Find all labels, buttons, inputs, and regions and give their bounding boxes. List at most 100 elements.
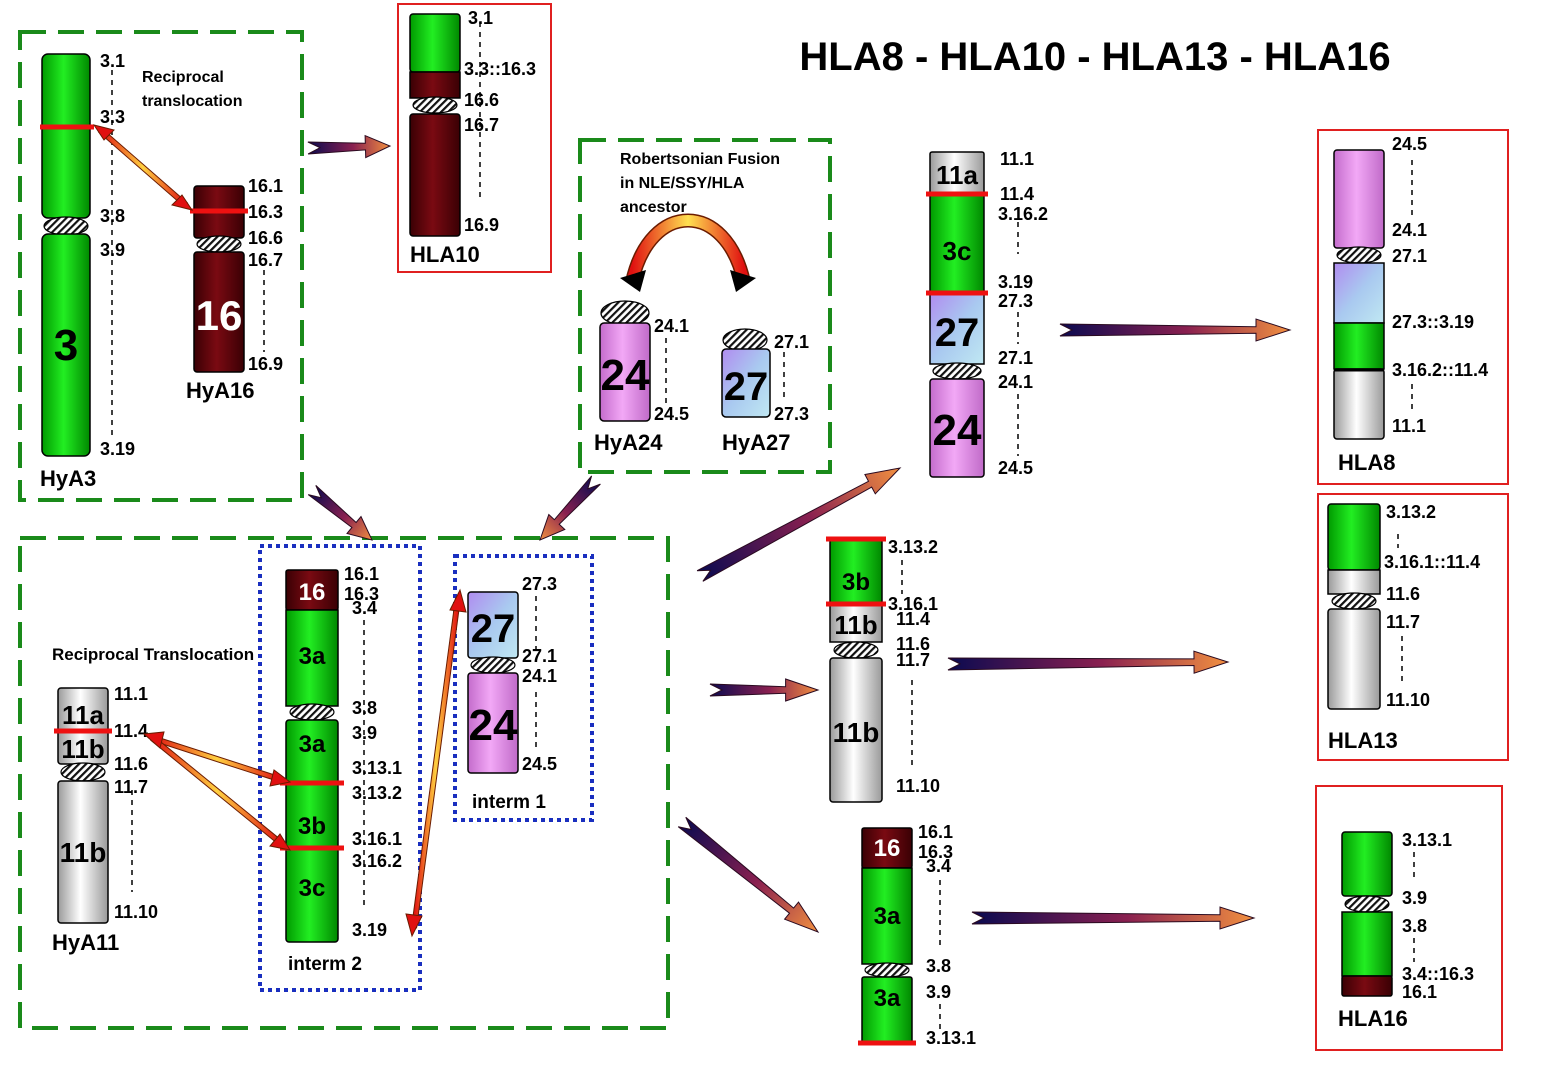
hya3-band: 3.9	[100, 240, 125, 260]
hla13-band: 3.16.1::11.4	[1384, 552, 1480, 572]
hla10-band: 16.6	[464, 90, 499, 110]
hya11-band: 11.10	[114, 902, 158, 922]
hya27-number: 27	[724, 365, 769, 409]
chromosome-hya24: 24 24.1 24.5 HyA24	[594, 300, 689, 455]
chromosome-fusion-11a-3c-27-24: 11a 3c 27 24 11.1 11.4 3.16.2 3.19 27.3 …	[926, 149, 1048, 478]
hla8-band: 3.16.2::11.4	[1392, 360, 1488, 380]
reciprocal-exchange-arrows-bottom	[142, 588, 467, 938]
fusion-seg: 24	[933, 406, 982, 455]
fusion-band: 11.4	[1000, 184, 1034, 204]
interm2-band: 3.13.1	[352, 758, 402, 778]
robertsonian-box	[578, 138, 832, 474]
hya16-band: 16.7	[248, 250, 283, 270]
hya16-band: 16.9	[248, 354, 283, 374]
interm2-seg: 3b	[298, 813, 326, 840]
mid-band: 11.7	[896, 650, 930, 670]
flow-arrow	[696, 467, 902, 582]
bottom-seg: 16	[874, 835, 901, 862]
interm2-box	[258, 544, 422, 992]
interm2-label: interm 2	[288, 954, 362, 975]
reciprocal-box-bottom	[18, 536, 670, 1030]
fusion-band: 24.5	[998, 458, 1033, 478]
flow-arrow	[947, 650, 1230, 674]
interm1-band: 24.1	[522, 666, 557, 686]
mid-band: 11.10	[896, 776, 940, 796]
chromosome-hya27: 27 27.1 27.3 HyA27	[721, 328, 809, 455]
interm2-band: 3.19	[352, 920, 387, 940]
interm1-band: 24.5	[522, 754, 557, 774]
hya3-band: 3.3	[100, 107, 125, 127]
fusion-seg: 3c	[943, 236, 972, 266]
interm1-seg: 24	[469, 701, 518, 750]
robertsonian-arc-arrow	[620, 213, 756, 292]
fusion-seg: 11a	[936, 160, 978, 190]
interm1-band: 27.1	[522, 646, 557, 666]
hla10-box	[397, 3, 552, 273]
reciprocal-translocation-label-bottom: Reciprocal Translocation	[52, 645, 254, 664]
hya11-band: 11.1	[114, 684, 148, 704]
hya3-number: 3	[54, 321, 78, 370]
chromosome-hla8: 24.5 24.1 27.1 27.3::3.19 3.16.2::11.4 1…	[1333, 134, 1488, 475]
hla10-band: 16.7	[464, 115, 499, 135]
chromosome-hla13: 3.13.2 3.16.1::11.4 11.6 11.7 11.10 HLA1…	[1327, 502, 1480, 753]
hya24-name: HyA24	[594, 430, 663, 455]
hya16-band: 16.3	[248, 202, 283, 222]
hla8-box	[1317, 129, 1509, 485]
hla10-band: 16.9	[464, 215, 499, 235]
hla16-box	[1315, 785, 1503, 1051]
hla16-band: 3.8	[1402, 916, 1427, 936]
mid-seg: 3b	[842, 569, 870, 596]
chromosome-3b-11b: 3b 11b 11b 3.13.2 3.16.1 11.4 11.6 11.7 …	[826, 536, 940, 803]
interm1-band: 27.3	[522, 574, 557, 594]
hya16-number: 16	[196, 292, 243, 339]
hya16-band: 16.1	[248, 176, 283, 196]
hla8-band: 24.5	[1392, 134, 1427, 154]
bottom-band: 3.4	[926, 856, 951, 876]
caption-line: ancestor	[620, 199, 687, 216]
chromosome-hya16: 16 16.1 16.3 16.6 16.7 16.9 HyA16	[186, 176, 283, 403]
reciprocal-exchange-arrow-top	[92, 124, 194, 211]
fusion-band: 24.1	[998, 372, 1033, 392]
hla13-band: 11.10	[1386, 690, 1430, 710]
bottom-seg: 3a	[874, 985, 901, 1012]
hla10-band: 3.3::16.3	[464, 59, 536, 79]
bottom-band: 3.8	[926, 956, 951, 976]
mid-band: 11.4	[896, 609, 930, 629]
flow-arrows	[307, 134, 1292, 934]
interm2-band: 3.9	[352, 723, 377, 743]
interm2-seg: 16	[299, 579, 326, 606]
hya3-band: 3.8	[100, 206, 125, 226]
bottom-seg: 3a	[874, 903, 901, 930]
fusion-seg: 27	[935, 311, 980, 355]
hya11-band: 11.7	[114, 777, 148, 797]
chromosome-interm2: 16 3a 3a 3b 3c 16.1 16.3 3.4 3.8 3.9 3.1…	[280, 564, 402, 943]
hla10-band: 3.1	[468, 8, 493, 28]
flow-arrow	[539, 475, 601, 541]
hla16-band: 3.9	[1402, 888, 1427, 908]
hya11-band: 11.4	[114, 721, 148, 741]
hla16-band: 3.13.1	[1402, 830, 1452, 850]
mid-seg: 11b	[834, 610, 877, 640]
mid-band: 11.6	[896, 634, 930, 654]
bottom-band: 3.13.1	[926, 1028, 976, 1048]
fusion-band: 27.1	[998, 348, 1033, 368]
fusion-band: 3.16.2	[998, 204, 1048, 224]
hya16-name: HyA16	[186, 378, 254, 403]
hla13-name: HLA13	[1328, 728, 1398, 753]
flow-arrow	[677, 816, 820, 934]
interm2-band: 3.13.2	[352, 783, 402, 803]
interm2-seg: 3a	[299, 643, 326, 670]
hla10-name: HLA10	[410, 242, 480, 267]
hla13-band: 11.7	[1386, 612, 1420, 632]
hya24-band: 24.1	[654, 316, 689, 336]
interm2-band: 3.16.1	[352, 829, 402, 849]
hya11-seg: 11a	[62, 700, 104, 730]
hla8-band: 24.1	[1392, 220, 1427, 240]
caption-line: translocation	[142, 93, 242, 110]
chromosome-hya3: 3 3.1 3.3 3.8 3.9 3.19 HyA3	[40, 51, 135, 491]
mid-seg: 11b	[833, 717, 880, 748]
caption-line: in NLE/SSY/HLA	[620, 175, 745, 192]
flow-arrow	[709, 678, 820, 702]
interm1-label: interm 1	[472, 792, 546, 813]
